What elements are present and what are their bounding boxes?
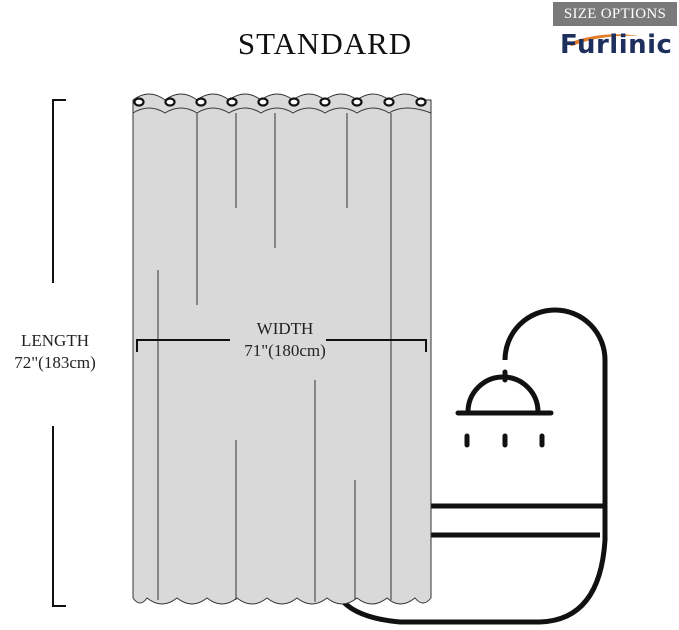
- fold-lines: [157, 113, 392, 602]
- length-value: 72"(183cm): [14, 353, 96, 372]
- width-value: 71"(180cm): [244, 341, 326, 360]
- shower-curtain-icon: [132, 93, 432, 605]
- length-dimension: LENGTH 72"(183cm): [0, 330, 110, 374]
- width-dimension: WIDTH 71"(180cm): [200, 318, 370, 362]
- length-ruler: [52, 99, 66, 607]
- length-label: LENGTH: [21, 331, 89, 350]
- width-bracket: [136, 339, 427, 352]
- width-label: WIDTH: [256, 319, 314, 338]
- page-title: STANDARD: [237, 26, 413, 61]
- brand-logo: Furlinic: [560, 30, 673, 60]
- grommets: [133, 97, 427, 107]
- size-options-badge: SIZE OPTIONS: [553, 2, 677, 26]
- shower-head-icon: [455, 369, 554, 448]
- brand-swoosh-icon: [566, 34, 640, 46]
- bathtub-icon: [338, 307, 608, 625]
